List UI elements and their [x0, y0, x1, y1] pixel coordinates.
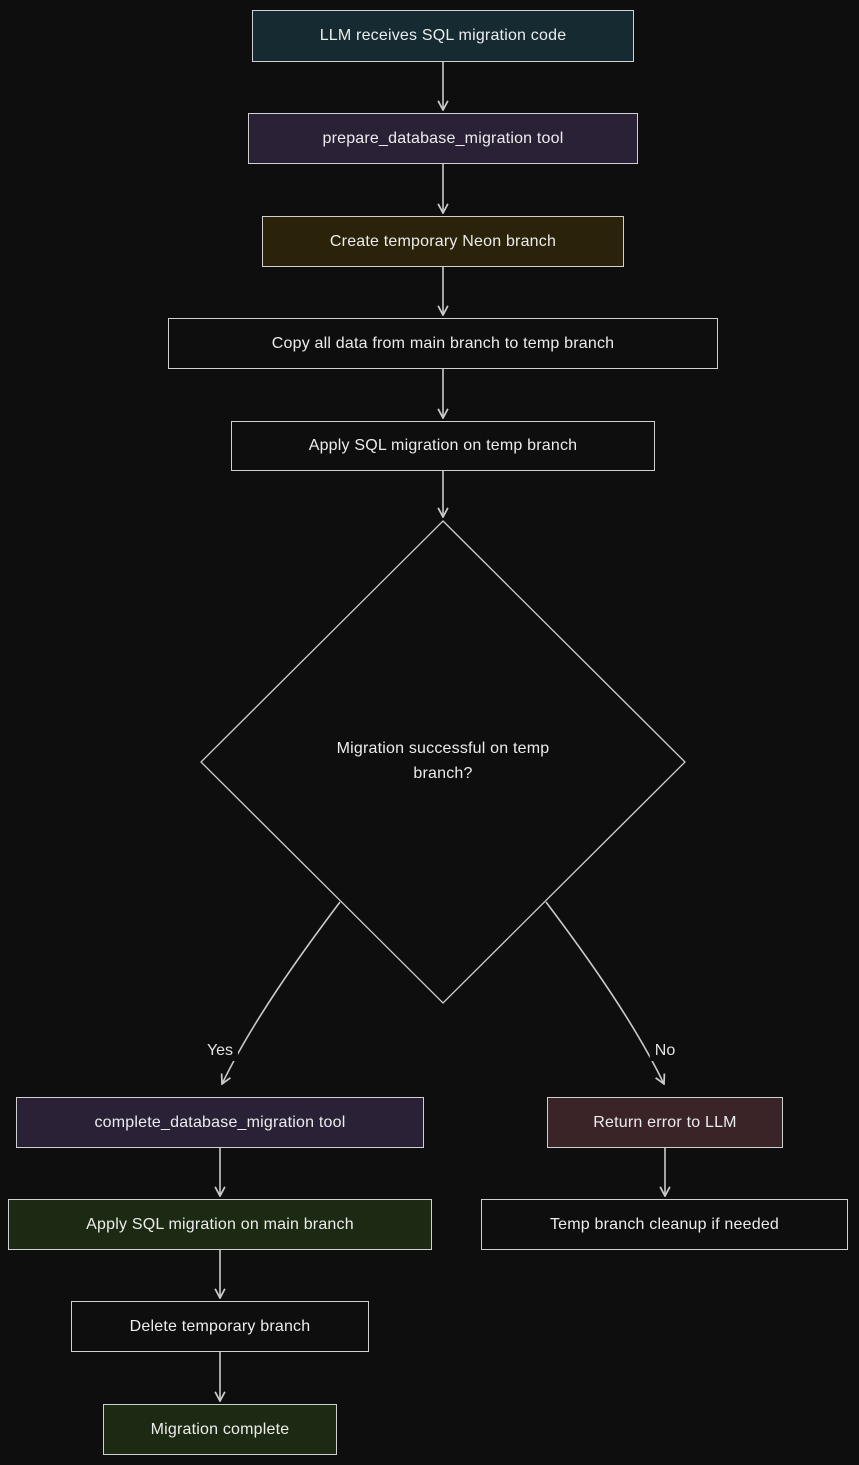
node-copy-data: Copy all data from main branch to temp b…	[168, 318, 718, 369]
node-prepare-migration-tool: prepare_database_migration tool	[248, 113, 638, 164]
node-apply-migration-main: Apply SQL migration on main branch	[8, 1199, 432, 1250]
node-return-error: Return error to LLM	[547, 1097, 783, 1148]
node-temp-branch-cleanup: Temp branch cleanup if needed	[481, 1199, 848, 1250]
edge-label-yes: Yes	[201, 1041, 239, 1061]
node-decision-label: Migration successful on temp branch?	[336, 740, 550, 782]
node-delete-temp-branch: Delete temporary branch	[71, 1301, 369, 1352]
edge-decision-yes	[222, 901, 341, 1084]
node-complete-migration-tool: complete_database_migration tool	[16, 1097, 424, 1148]
node-create-temp-branch: Create temporary Neon branch	[262, 216, 624, 267]
node-llm-receives-sql: LLM receives SQL migration code	[252, 10, 634, 62]
edge-label-no: No	[649, 1041, 681, 1061]
edge-decision-no	[545, 901, 664, 1084]
node-apply-migration-temp: Apply SQL migration on temp branch	[231, 421, 655, 471]
node-migration-complete: Migration complete	[103, 1404, 337, 1455]
